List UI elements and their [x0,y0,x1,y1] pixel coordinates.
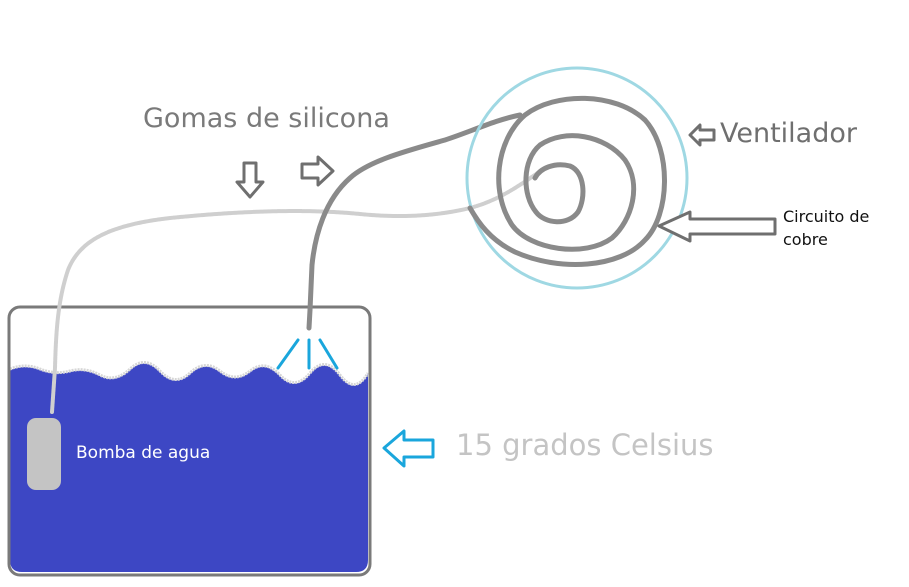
temperature-arrow [382,429,435,468]
label-fan: Ventilador [720,118,857,149]
coil-spiral-icon [467,95,667,267]
water-body [10,363,368,572]
tank [7,305,372,577]
left-arrow-icon [688,123,716,147]
label-copper-coil: Circuito de cobre [783,207,870,249]
label-silicone-tubes: Gomas de silicona [143,103,390,134]
right-arrow-icon [300,155,335,187]
silicone-tube-dark [306,112,523,331]
coil-pointer-arrow [657,210,777,243]
pump-icon [27,418,61,490]
spray-icon [276,338,339,370]
label-temperature: 15 grados Celsius [456,428,714,462]
down-arrow-icon [235,161,265,199]
fan-ring-icon [465,66,689,290]
label-water-pump: Bomba de agua [76,443,211,463]
water-surface [9,361,370,386]
